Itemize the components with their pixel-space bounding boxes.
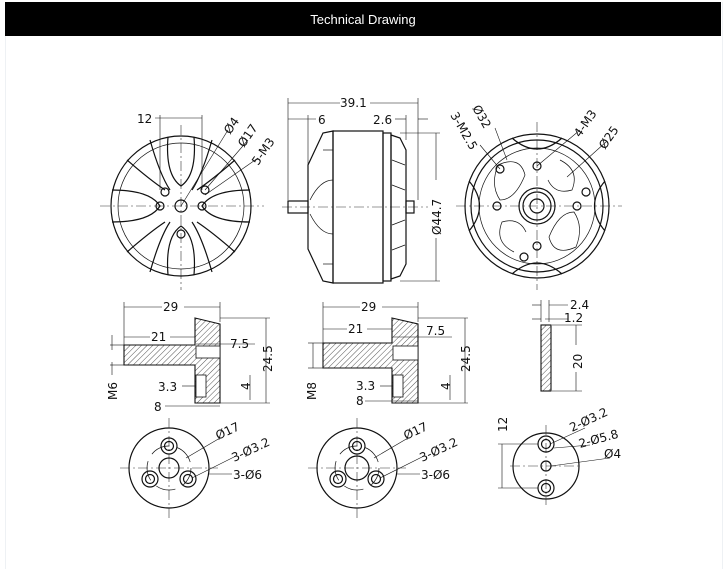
dim-3-3: 3.3 — [158, 380, 177, 394]
dim-pcd: Ø17 — [213, 420, 241, 443]
dim-7-5: 7.5 — [230, 337, 249, 351]
header-title: Technical Drawing — [310, 11, 416, 27]
dim-4: 4 — [439, 382, 453, 390]
adapter-m8-front-view: Ø17 3-Ø3.2 3-Ø6 — [308, 418, 460, 518]
dim-bore: Ø4 — [221, 115, 242, 137]
dim-counter: 3-Ø6 — [421, 468, 450, 482]
adapter-m6-front-view: Ø17 3-Ø3.2 3-Ø6 — [120, 418, 272, 518]
dim-t2: 1.2 — [564, 311, 583, 325]
dim-shaft-len: 21 — [151, 330, 166, 344]
dim-pcd-inner: Ø25 — [596, 123, 622, 151]
adapter-m8-section: 29 21 7.5 24.5 M8 3.3 4 8 — [305, 300, 473, 408]
dim-thread: M8 — [305, 382, 319, 400]
dim-counter: 3-Ø6 — [233, 468, 262, 482]
dim-4: 4 — [239, 382, 253, 390]
dim-width: 29 — [361, 300, 376, 314]
header-bar: Technical Drawing — [5, 2, 721, 36]
dim-t1: 2.4 — [570, 298, 589, 312]
dim-holes: 3-Ø3.2 — [229, 435, 272, 465]
dim-length: 39.1 — [340, 96, 367, 110]
dim-thread: M6 — [106, 382, 120, 400]
dim-8: 8 — [356, 394, 364, 408]
dim-pcd: Ø17 — [401, 420, 429, 443]
dim-height: 24.5 — [261, 345, 275, 372]
dim-pcd-outer: Ø32 — [469, 103, 493, 131]
dim-3-3: 3.3 — [356, 379, 375, 393]
dim-holes: 4-M3 — [571, 107, 600, 140]
dim-rear: 2.6 — [373, 113, 392, 127]
dim-shaft: 6 — [318, 113, 326, 127]
adapter-m6-section: 29 21 7.5 24.5 M6 3.3 4 8 — [106, 300, 275, 414]
dim-8: 8 — [154, 400, 162, 414]
washer-front-view: 12 2-Ø3.2 2-Ø5.8 Ø4 — [496, 405, 621, 505]
dim-shaft-len: 21 — [348, 322, 363, 336]
dim-width: 29 — [163, 300, 178, 314]
dim-spacing: 12 — [496, 417, 510, 432]
dim-diameter: Ø44.7 — [430, 199, 444, 235]
washer-side-view: 2.4 1.2 20 — [532, 298, 589, 392]
dim-holes: 3-Ø3.2 — [417, 435, 460, 465]
motor-rear-view: 3-M2.5 Ø32 4-M3 Ø25 — [447, 103, 622, 290]
motor-front-view: 12 Ø4 Ø17 5-M3 — [100, 112, 278, 290]
motor-side-view: 39.1 6 2.6 Ø44.7 — [282, 96, 444, 284]
dim-height: 24.5 — [459, 345, 473, 372]
dim-bore: Ø4 — [604, 447, 621, 461]
dim-height: 20 — [571, 354, 585, 369]
dim-holes: 5-M3 — [249, 135, 278, 168]
dim-7-5: 7.5 — [426, 324, 445, 338]
dim-12: 12 — [137, 112, 152, 126]
